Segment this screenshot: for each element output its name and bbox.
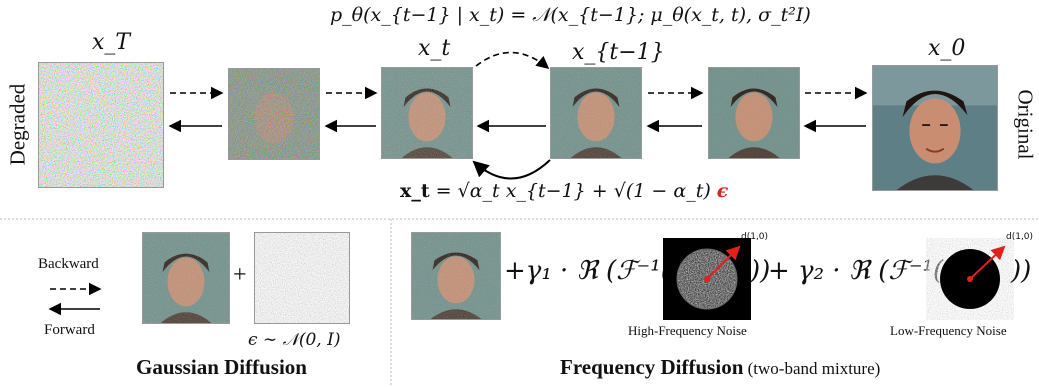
label-xT: x_T: [92, 30, 131, 55]
low-frequency-radius-label: d(1,0): [1006, 232, 1034, 242]
gaussian-plus: +: [233, 262, 247, 288]
light-noise-face-image: [708, 67, 800, 159]
original-face-image: [872, 65, 998, 191]
top-equation: p_θ(x_{t−1} | x_t) = 𝒩(x_{t−1}; μ_θ(x_t,…: [330, 4, 811, 26]
label-x0: x_0: [928, 36, 966, 61]
noisy-face-image-1: [228, 68, 320, 160]
high-frequency-noise-image: [663, 238, 751, 320]
gaussian-face-image: [142, 232, 230, 324]
frequency-diffusion-title: Frequency Diffusion (two-band mixture): [560, 355, 880, 380]
epsilon-distribution-label: ϵ ∼ 𝒩(0, I): [248, 330, 341, 350]
noisy-face-image-xt: [381, 67, 473, 159]
noise-image-xT: [38, 62, 164, 188]
label-xt: x_t: [418, 36, 451, 61]
forward-step-arc: [472, 159, 551, 180]
high-frequency-radius-label: d(1,0): [741, 232, 769, 242]
frequency-term-2-prefix: + γ₂ · ℜ (ℱ⁻¹(: [768, 256, 944, 286]
frequency-term-1-suffix: )): [750, 256, 771, 286]
frequency-diffusion-title-main: Frequency Diffusion: [560, 355, 744, 379]
label-xt-minus-1: x_{t−1}: [572, 40, 665, 65]
low-frequency-noise-image: [926, 238, 1014, 320]
gaussian-diffusion-title: Gaussian Diffusion: [136, 355, 307, 379]
forward-equation-epsilon: ϵ: [716, 180, 729, 202]
reverse-step-arc: [475, 51, 550, 70]
noisy-face-image-xt-minus-1: [550, 67, 642, 159]
high-frequency-noise-label: High-Frequency Noise: [628, 323, 747, 338]
gaussian-noise-image: [254, 232, 350, 324]
legend-forward-label: Forward: [44, 322, 95, 338]
frequency-diffusion-subtitle: (two-band mixture): [743, 359, 881, 378]
forward-equation: x_t = √α_t x_{t−1} + √(1 − α_t) ϵ: [400, 180, 728, 202]
frequency-term-1-prefix: +γ₁ · ℜ (ℱ⁻¹(: [504, 256, 671, 286]
frequency-face-image: [411, 232, 501, 320]
legend-backward-label: Backward: [38, 256, 99, 272]
frequency-term-2-suffix: )): [1011, 256, 1032, 286]
low-frequency-noise-label: Low-Frequency Noise: [890, 323, 1007, 338]
forward-equation-body: = √α_t x_{t−1} + √(1 − α_t): [429, 180, 717, 202]
forward-equation-lhs: x_t: [400, 180, 430, 202]
